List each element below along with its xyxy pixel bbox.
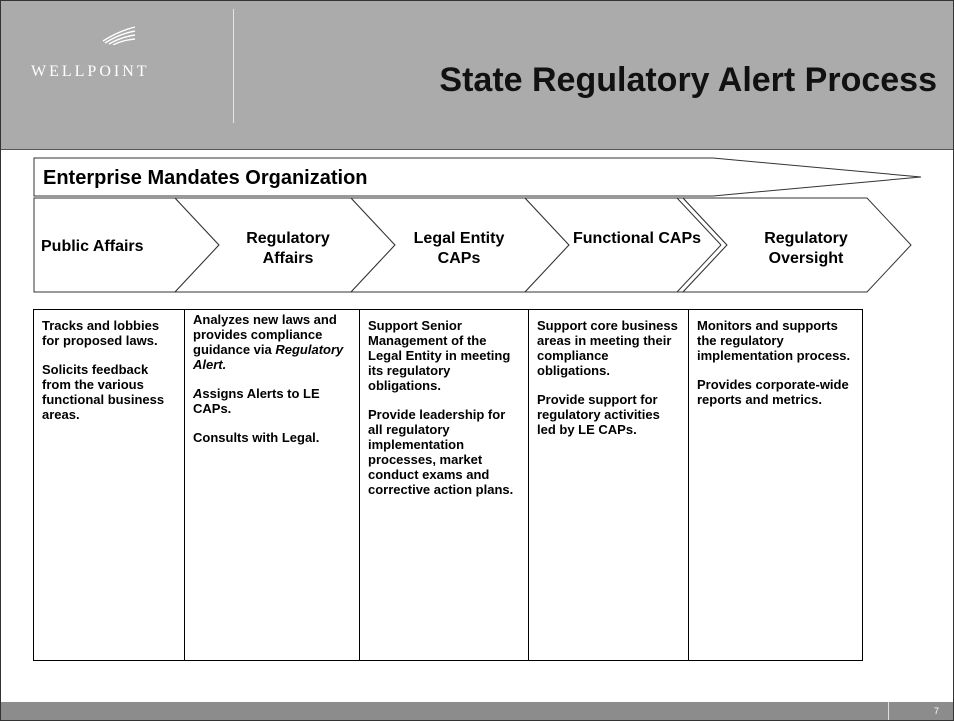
header-bar: WELLPOINT State Regulatory Alert Process [1, 1, 953, 150]
chevron-regulatory-oversight [681, 197, 912, 293]
chevron-label-regulatory-oversight: Regulatory Oversight [764, 230, 848, 267]
column-text: Consults with Legal. [193, 430, 320, 445]
page-number: 7 [933, 706, 939, 716]
chevron-label-legal-entity-caps: Legal Entity CAPs [413, 230, 505, 267]
wellpoint-swoosh-icon [102, 26, 136, 45]
column-text: Support core business areas in meeting t… [537, 318, 678, 378]
column-text: Analyzes new laws and provides complianc… [193, 312, 351, 372]
column-legal-entity-caps: Support Senior Management of the Legal E… [359, 309, 529, 661]
column-text-part: Analyzes new laws and provides complianc… [193, 312, 337, 357]
column-text: Monitors and supports the regulatory imp… [697, 318, 851, 363]
chevron-label-regulatory-affairs: Regulatory Affairs [246, 230, 330, 267]
column-public-affairs: Tracks and lobbies for proposed laws. So… [33, 309, 185, 661]
page-number-box: 7 [888, 702, 953, 720]
column-text: Tracks and lobbies for proposed laws. [42, 318, 160, 348]
column-text: Assigns Alerts to LE CAPs. [193, 386, 351, 416]
chevron-row [33, 197, 912, 293]
header-divider [233, 9, 234, 123]
page-title: State Regulatory Alert Process [439, 61, 937, 99]
column-text-part: ssigns Alerts to LE CAPs. [193, 386, 320, 416]
logo: WELLPOINT [31, 23, 231, 83]
column-functional-caps: Support core business areas in meeting t… [528, 309, 689, 661]
column-text: Provides corporate-wide reports and metr… [697, 377, 849, 407]
logo-text: WELLPOINT [31, 63, 150, 80]
chevron-label-functional-caps: Functional CAPs [573, 230, 702, 247]
column-regulatory-affairs: Analyzes new laws and provides complianc… [184, 309, 360, 661]
column-text-emphasis: Regulatory Alert. [193, 342, 344, 372]
column-text: Support Senior Management of the Legal E… [368, 318, 511, 393]
chevron-label-public-affairs: Public Affairs [41, 238, 144, 255]
banner-label: Enterprise Mandates Organization [43, 167, 368, 189]
column-text: Provide support for regulatory activitie… [537, 392, 660, 437]
column-text-emphasis: A [193, 386, 203, 401]
column-text: Provide leadership for all regulatory im… [368, 407, 514, 497]
footer-bar: 7 [1, 702, 953, 720]
column-regulatory-oversight: Monitors and supports the regulatory imp… [688, 309, 863, 661]
column-text: Solicits feedback from the various funct… [42, 362, 165, 422]
banner-arrow [33, 157, 922, 197]
